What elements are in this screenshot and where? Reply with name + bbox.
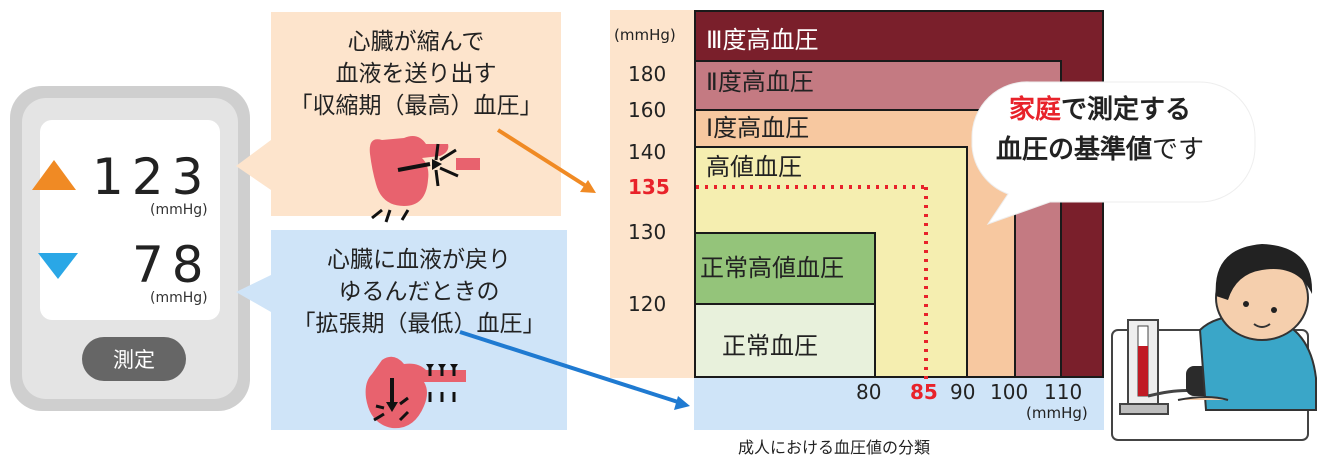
relaxing-heart-icon bbox=[365, 356, 466, 429]
contracting-heart-icon bbox=[369, 136, 480, 223]
systolic-arrow-icon bbox=[32, 160, 76, 190]
zone-high-bp-label: 高値血圧 bbox=[706, 153, 802, 181]
systolic-line-2: 血液を送り出す bbox=[335, 61, 497, 87]
bubble-highlight: 家庭 bbox=[1008, 95, 1061, 125]
y-tick-130: 130 bbox=[628, 220, 667, 244]
x-tick-85: 85 bbox=[910, 380, 938, 404]
monitor-screen bbox=[40, 120, 220, 320]
systolic-connector bbox=[236, 140, 271, 190]
person-measuring-icon bbox=[1111, 244, 1317, 441]
x-tick-90: 90 bbox=[950, 380, 976, 404]
x-tick-110: 110 bbox=[1044, 380, 1083, 404]
diastolic-line-3: 「拡張期（最低）血圧」 bbox=[292, 311, 546, 337]
speech-bubble bbox=[971, 81, 1256, 225]
zone-normal-high-label: 正常高値血圧 bbox=[700, 254, 844, 282]
zone-grade3-label: Ⅲ度高血圧 bbox=[706, 26, 819, 54]
systolic-pointer-arrow bbox=[496, 128, 588, 188]
diastolic-callout: 心臓に血液が戻り ゆるんだときの 「拡張期（最低）血圧」 bbox=[271, 230, 567, 430]
diastolic-line-2: ゆるんだときの bbox=[338, 279, 500, 305]
y-axis-unit: (mmHg) bbox=[614, 26, 676, 44]
x-axis-unit: (mmHg) bbox=[1026, 404, 1088, 422]
bubble-line-1-rest: で測定する bbox=[1061, 95, 1192, 125]
diastolic-connector bbox=[236, 275, 271, 312]
y-tick-180: 180 bbox=[628, 62, 667, 86]
y-tick-120: 120 bbox=[628, 292, 667, 316]
bubble-text: 家庭で測定する 血圧の基準値です bbox=[950, 90, 1250, 170]
systolic-line-1: 心臓が縮んで bbox=[347, 29, 485, 55]
x-axis-band bbox=[694, 378, 1104, 430]
x-tick-100: 100 bbox=[990, 380, 1029, 404]
zone-grade2-label: Ⅱ度高血圧 bbox=[706, 68, 814, 96]
zone-normal-label: 正常血圧 bbox=[722, 332, 818, 360]
systolic-unit: (mmHg) bbox=[150, 202, 208, 218]
zone-normal bbox=[694, 303, 876, 378]
y-tick-160: 160 bbox=[628, 98, 667, 122]
y-axis-band bbox=[610, 10, 694, 378]
systolic-reading: 123 bbox=[92, 148, 212, 206]
measure-button[interactable]: 測定 bbox=[82, 337, 186, 381]
bubble-line-2-bold: 血圧の基準値 bbox=[995, 135, 1152, 165]
diastolic-unit: (mmHg) bbox=[150, 290, 208, 306]
diastolic-arrow-icon bbox=[38, 253, 78, 279]
y-tick-135: 135 bbox=[628, 175, 670, 199]
systolic-line-3: 「収縮期（最高）血圧」 bbox=[289, 93, 543, 119]
diastolic-reading: 78 bbox=[132, 236, 212, 294]
zone-grade1-label: Ⅰ度高血圧 bbox=[706, 114, 810, 142]
zone-normal-high bbox=[694, 232, 876, 305]
monitor-face bbox=[22, 98, 238, 399]
x-tick-80: 80 bbox=[856, 380, 882, 404]
diastolic-line-1: 心臓に血液が戻り bbox=[327, 247, 511, 273]
bubble-line-2-tail: です bbox=[1152, 135, 1205, 165]
bubble-line-1: 家庭で測定する bbox=[950, 90, 1250, 130]
chart-caption: 成人における血圧値の分類 bbox=[738, 438, 931, 457]
y-tick-140: 140 bbox=[628, 140, 667, 164]
bubble-line-2: 血圧の基準値です bbox=[950, 130, 1250, 170]
diastolic-pointer-arrow bbox=[459, 330, 679, 404]
blood-pressure-monitor bbox=[10, 86, 250, 411]
